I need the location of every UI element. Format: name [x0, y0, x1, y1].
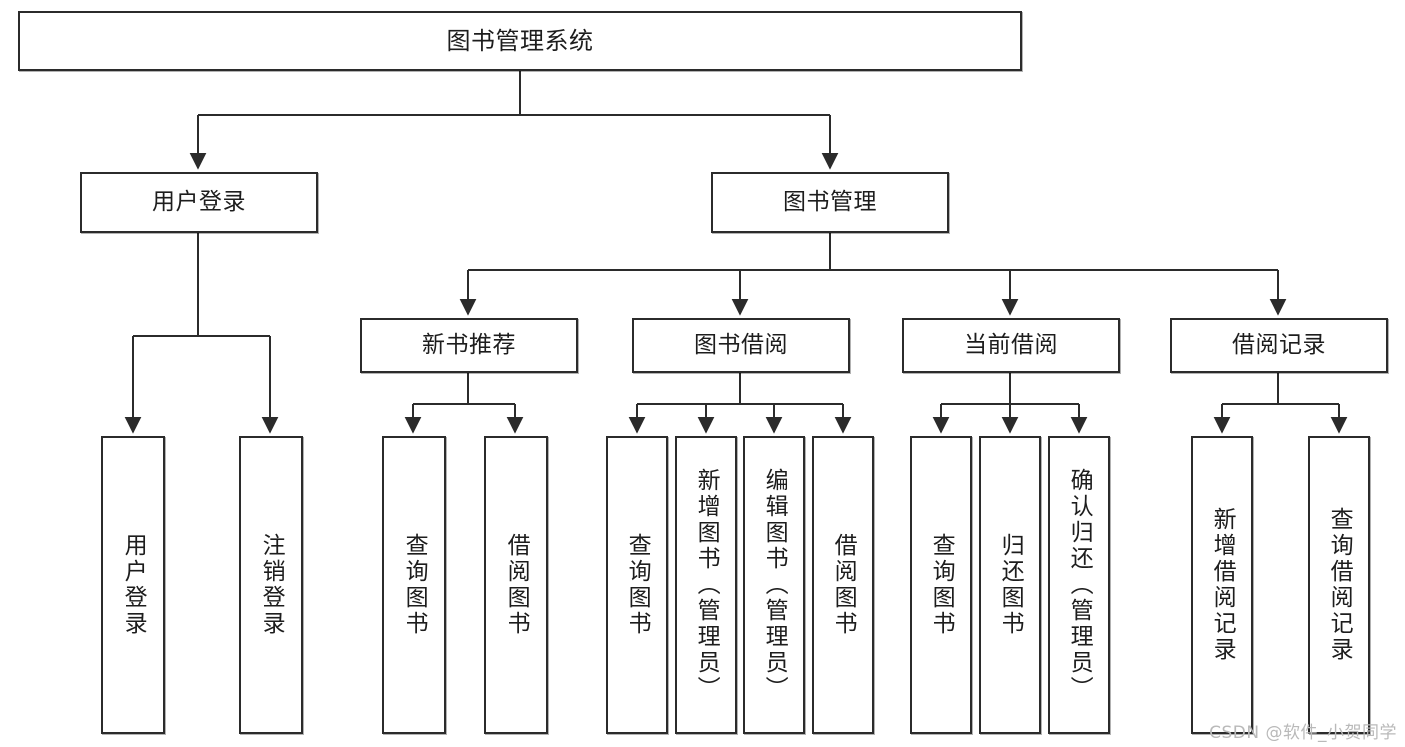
- node-book-borrow[interactable]: 图书借阅: [632, 318, 850, 373]
- node-root-label: 图书管理系统: [446, 26, 594, 55]
- node-leaf-user-login-label: 用户登录: [120, 533, 147, 637]
- node-leaf-add-record[interactable]: 新增借阅记录: [1191, 436, 1253, 734]
- node-book-admin-label: 图书管理: [783, 188, 877, 215]
- node-book-admin[interactable]: 图书管理: [711, 172, 949, 233]
- node-leaf-borrow-book-2-label: 借阅图书: [830, 533, 857, 637]
- node-root-book-management-system[interactable]: 图书管理系统: [18, 11, 1022, 71]
- node-borrow-record[interactable]: 借阅记录: [1170, 318, 1388, 373]
- node-leaf-query-record[interactable]: 查询借阅记录: [1308, 436, 1370, 734]
- csdn-watermark: CSDN @软件_小贺同学: [1209, 723, 1397, 743]
- node-leaf-user-logout-label: 注销登录: [258, 533, 285, 637]
- node-leaf-borrow-book-1[interactable]: 借阅图书: [484, 436, 548, 734]
- node-leaf-return-book-label: 归还图书: [997, 533, 1024, 637]
- node-leaf-confirm-return-label: 确认归还（管理员）: [1066, 468, 1093, 702]
- node-leaf-edit-book-label: 编辑图书（管理员）: [761, 468, 788, 702]
- node-leaf-query-book-2-label: 查询图书: [624, 533, 651, 637]
- node-leaf-user-login[interactable]: 用户登录: [101, 436, 165, 734]
- node-leaf-query-record-label: 查询借阅记录: [1326, 507, 1353, 663]
- node-leaf-borrow-book-1-label: 借阅图书: [503, 533, 530, 637]
- node-current-borrow[interactable]: 当前借阅: [902, 318, 1120, 373]
- node-leaf-borrow-book-2[interactable]: 借阅图书: [812, 436, 874, 734]
- node-new-book-recommend-label: 新书推荐: [422, 331, 516, 358]
- node-leaf-query-book-1[interactable]: 查询图书: [382, 436, 446, 734]
- node-leaf-confirm-return[interactable]: 确认归还（管理员）: [1048, 436, 1110, 734]
- node-leaf-add-book[interactable]: 新增图书（管理员）: [675, 436, 737, 734]
- node-leaf-add-book-label: 新增图书（管理员）: [693, 468, 720, 702]
- node-borrow-record-label: 借阅记录: [1232, 331, 1326, 358]
- node-leaf-query-book-3-label: 查询图书: [928, 533, 955, 637]
- node-leaf-query-book-3[interactable]: 查询图书: [910, 436, 972, 734]
- node-leaf-add-record-label: 新增借阅记录: [1209, 507, 1236, 663]
- node-user-login-label: 用户登录: [152, 188, 246, 215]
- node-leaf-query-book-2[interactable]: 查询图书: [606, 436, 668, 734]
- node-user-login[interactable]: 用户登录: [80, 172, 318, 233]
- node-leaf-query-book-1-label: 查询图书: [401, 533, 428, 637]
- node-book-borrow-label: 图书借阅: [694, 331, 788, 358]
- node-leaf-edit-book[interactable]: 编辑图书（管理员）: [743, 436, 805, 734]
- node-new-book-recommend[interactable]: 新书推荐: [360, 318, 578, 373]
- node-leaf-user-logout[interactable]: 注销登录: [239, 436, 303, 734]
- node-current-borrow-label: 当前借阅: [964, 331, 1058, 358]
- node-leaf-return-book[interactable]: 归还图书: [979, 436, 1041, 734]
